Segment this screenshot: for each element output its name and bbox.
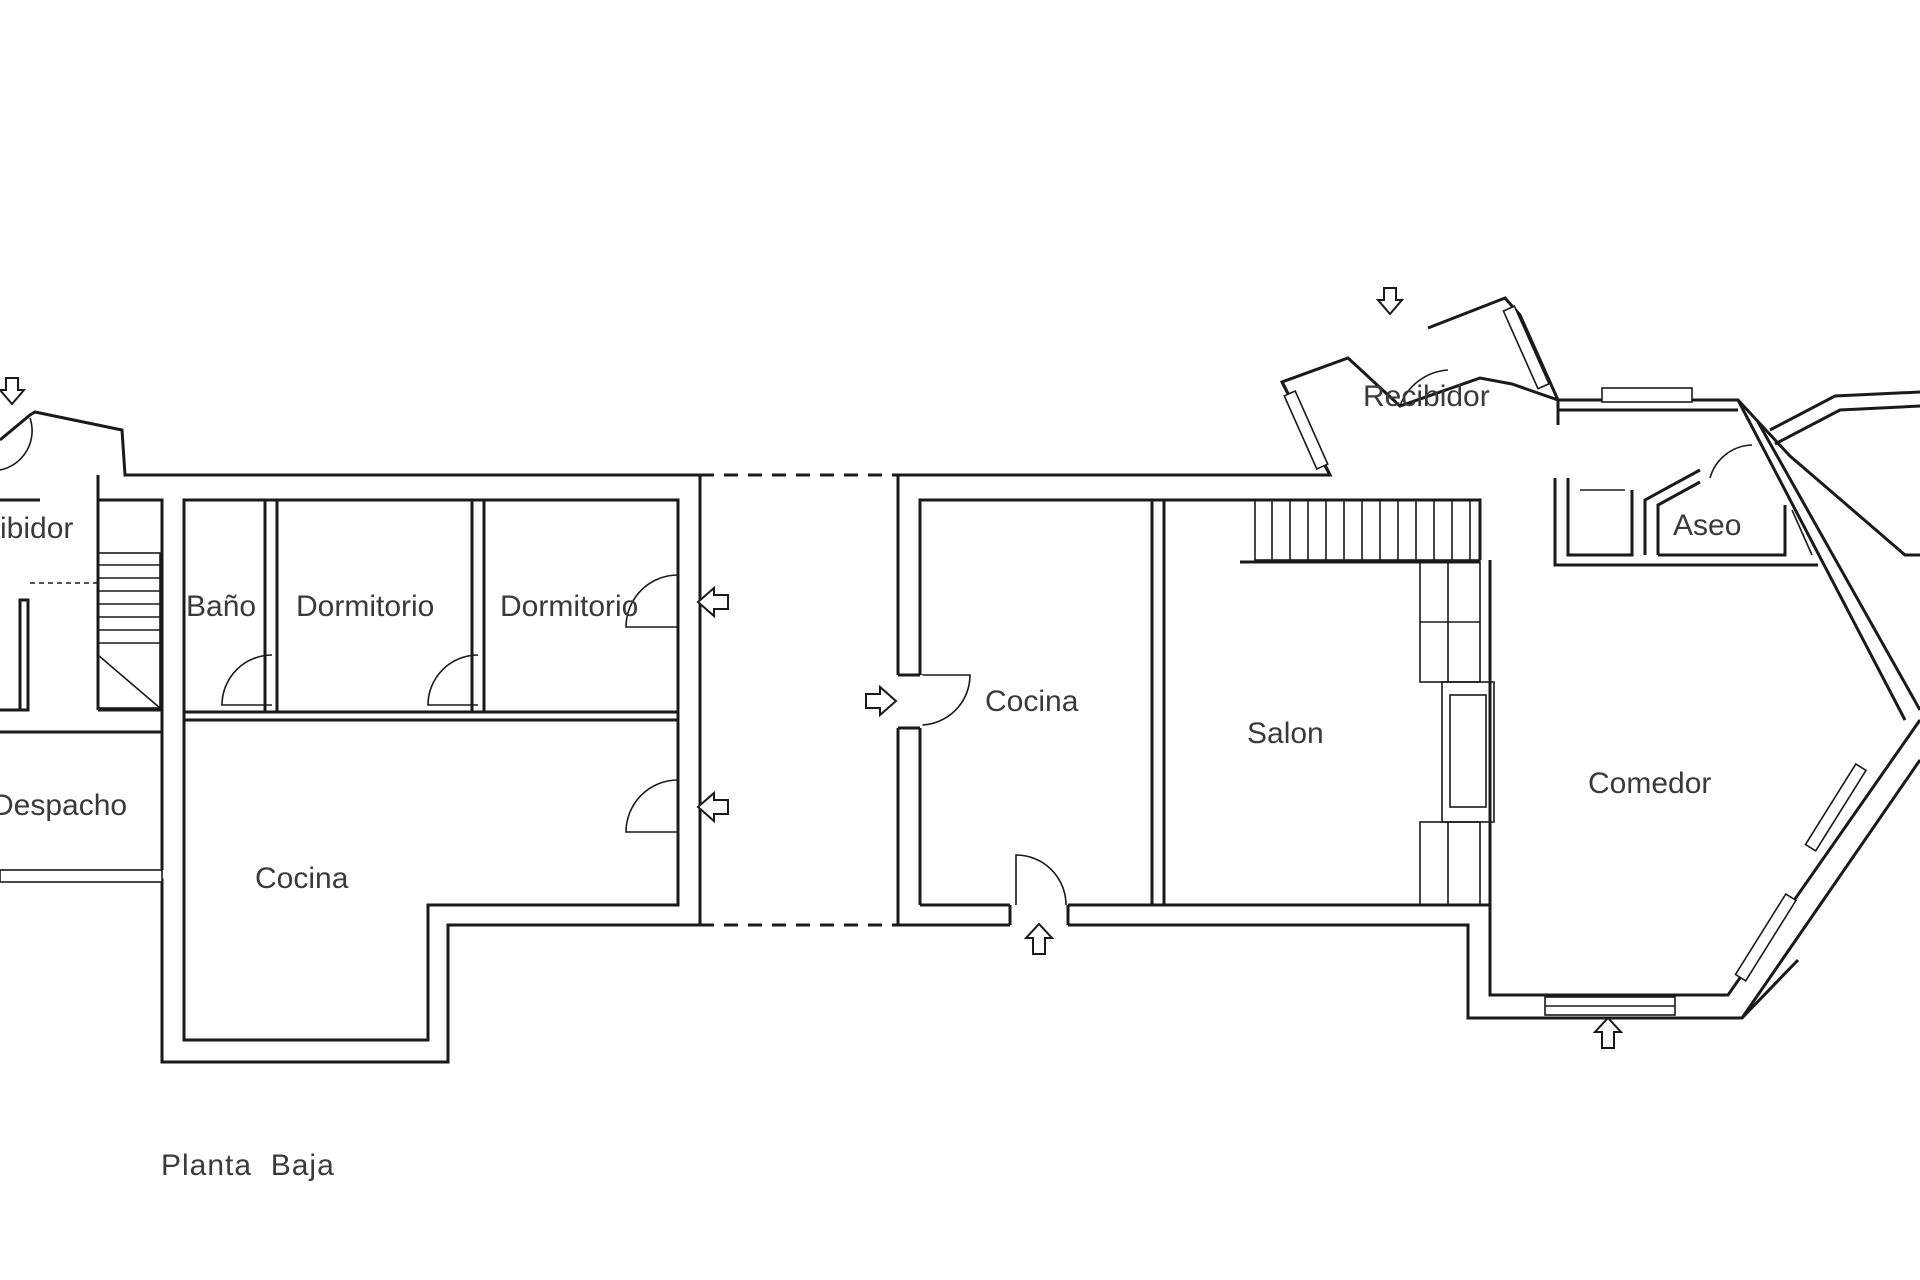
left-wall-segment bbox=[182, 500, 678, 714]
left-wall-segment bbox=[0, 598, 30, 712]
door-cocina-left bbox=[625, 779, 679, 833]
door-dormitorio-1 bbox=[427, 654, 479, 706]
entry-arrow-dormitorio bbox=[696, 585, 729, 619]
room-label-dormitorio-2: Dormitorio bbox=[500, 590, 638, 623]
room-label-salon: Salon bbox=[1247, 717, 1324, 750]
entry-arrow-cocina-right bbox=[865, 684, 898, 718]
comedor-walls bbox=[1734, 390, 1920, 1019]
room-label-recibidor-left: ibidor bbox=[0, 512, 73, 545]
plan-caption: Planta Baja bbox=[161, 1149, 335, 1182]
recibidor-right bbox=[1280, 296, 1738, 476]
left-outer-wall bbox=[0, 410, 702, 1064]
room-label-dormitorio-1: Dormitorio bbox=[296, 590, 434, 623]
room-label-cocina-left: Cocina bbox=[255, 862, 349, 895]
salon-cabinets bbox=[1419, 560, 1495, 906]
door-dormitorio-2 bbox=[625, 574, 679, 628]
right-building bbox=[865, 287, 1920, 1049]
despacho-window bbox=[0, 869, 163, 883]
entry-arrow-left-top bbox=[0, 377, 27, 406]
entry-arrow-cocina-left bbox=[696, 790, 729, 824]
left-wall-segment bbox=[98, 498, 164, 712]
entry-arrow-recibidor bbox=[1375, 287, 1405, 316]
left-inner-wall bbox=[182, 498, 680, 1042]
door-cocina-right bbox=[919, 674, 971, 726]
room-label-despacho: Despacho bbox=[0, 789, 127, 822]
room-label-cocina-right: Cocina bbox=[985, 685, 1079, 718]
right-staircase bbox=[1240, 499, 1481, 564]
door-cocina-bottom bbox=[1015, 854, 1067, 906]
right-outer-wall-bottom bbox=[898, 923, 1800, 1020]
door-recibidor-left bbox=[0, 417, 33, 471]
aseo bbox=[1553, 444, 1818, 567]
left-staircase bbox=[30, 552, 161, 709]
wall-cocina-salon bbox=[1150, 500, 1166, 905]
entry-arrow-comedor bbox=[1592, 1016, 1624, 1049]
room-label-aseo: Aseo bbox=[1673, 509, 1741, 542]
room-label-bano: Baño bbox=[186, 590, 256, 623]
entry-arrow-cocina-bottom bbox=[1023, 922, 1055, 955]
door-bano bbox=[221, 654, 273, 706]
left-building bbox=[0, 377, 729, 1064]
room-label-comedor: Comedor bbox=[1588, 767, 1711, 800]
right-outer-wall bbox=[896, 356, 1920, 925]
room-label-recibidor-right: Recibidor bbox=[1363, 380, 1490, 413]
